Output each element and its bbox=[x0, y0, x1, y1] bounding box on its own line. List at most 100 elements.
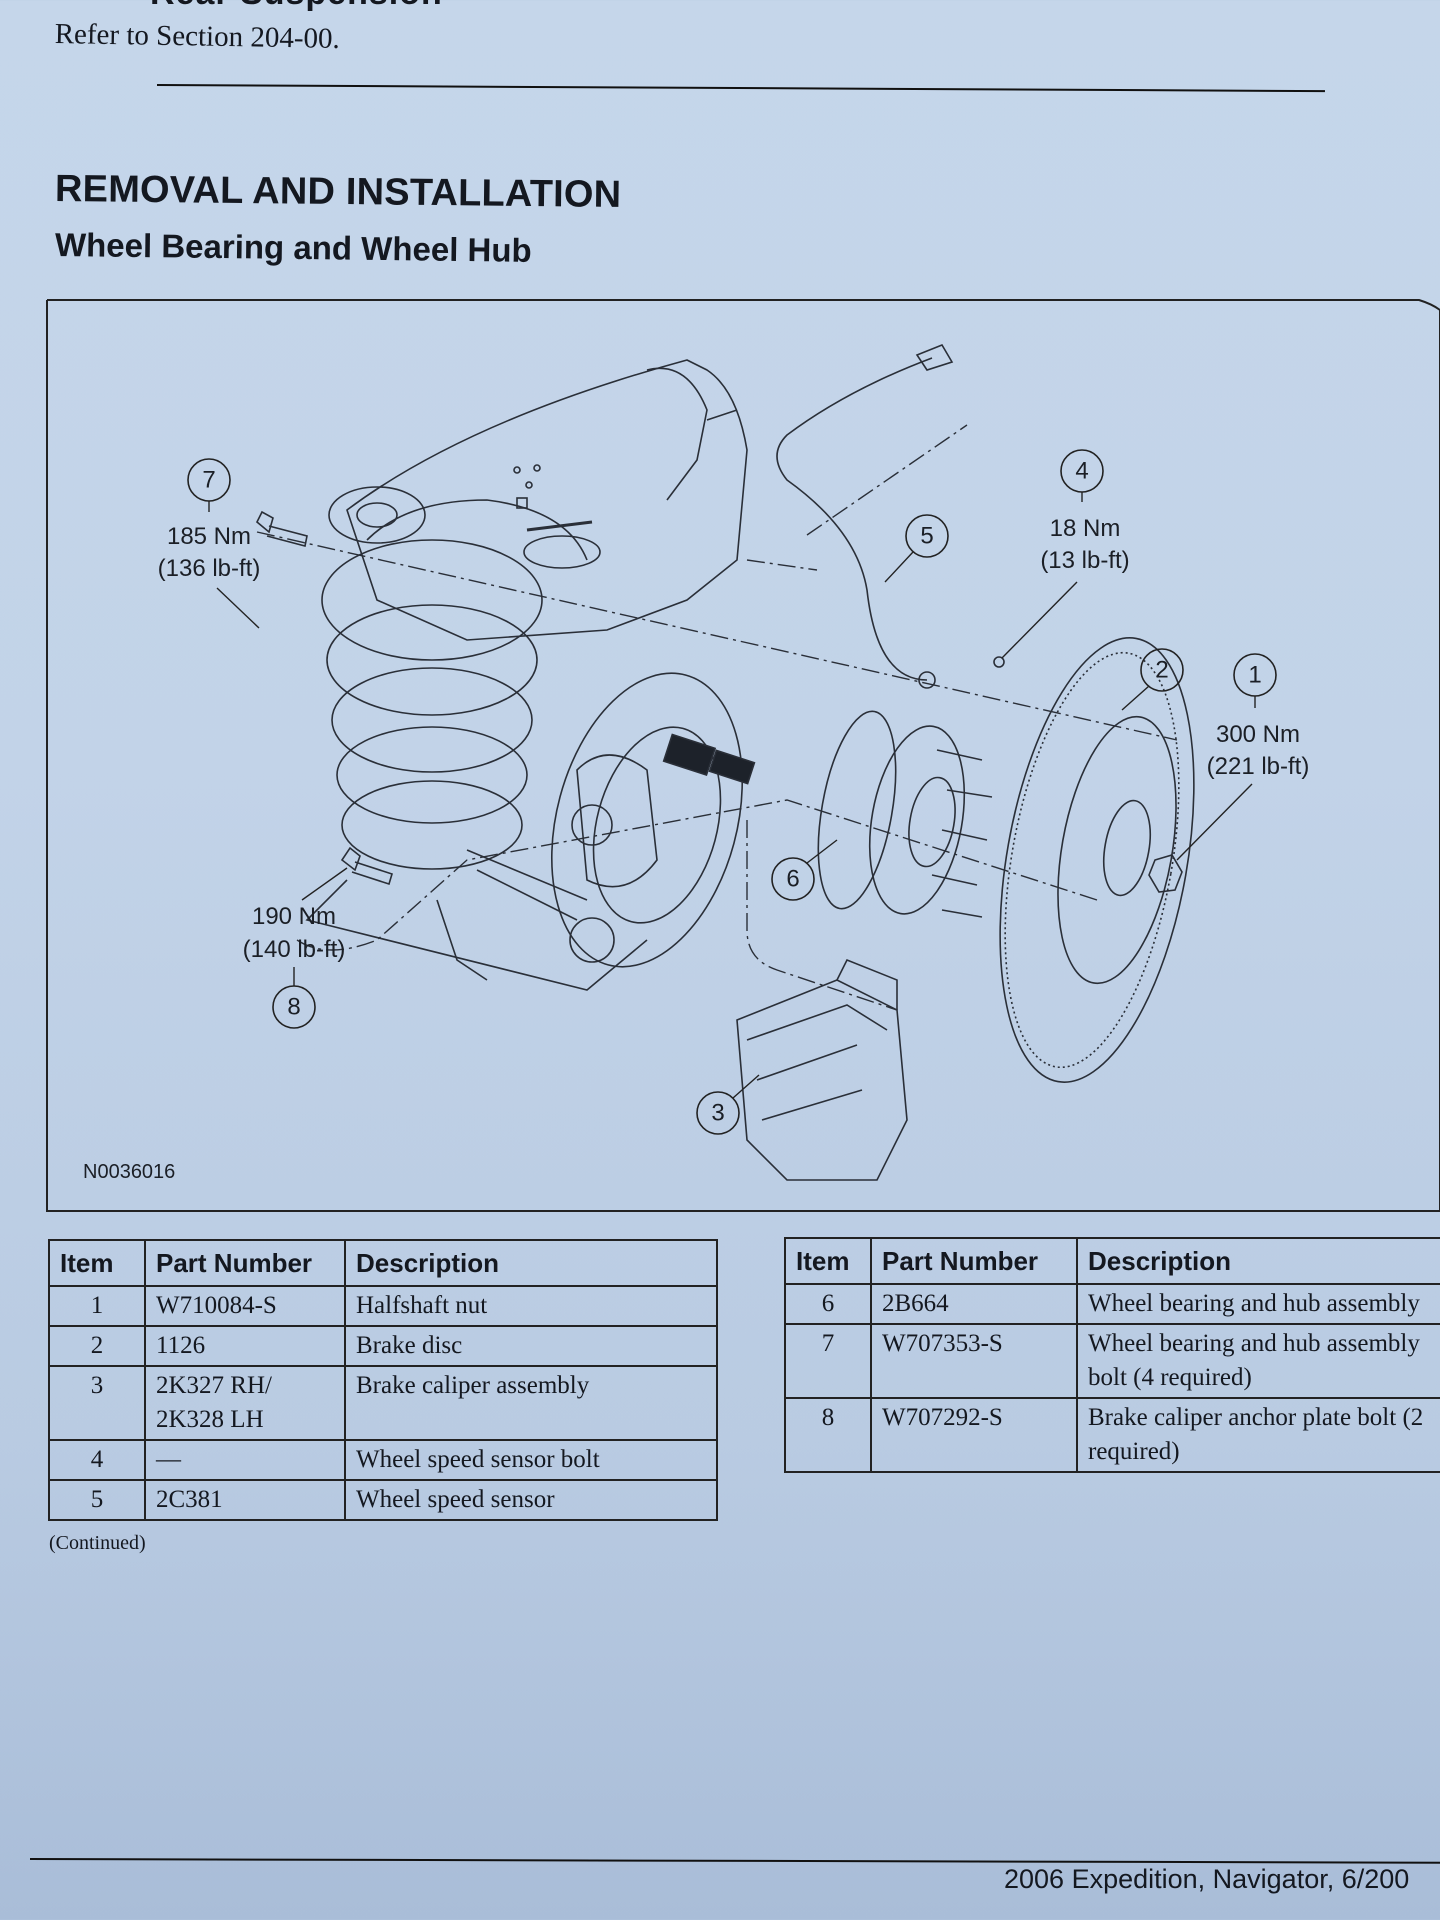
part-number: — bbox=[144, 1439, 346, 1481]
part-number: W707292-S bbox=[870, 1397, 1078, 1473]
cut-off-section-heading: Rear Suspension bbox=[150, 0, 443, 13]
callout-number: 5 bbox=[920, 523, 933, 550]
callout-3: 3 bbox=[696, 1074, 760, 1135]
table-continued-note: (Continued) bbox=[49, 1532, 146, 1554]
section-title: REMOVAL AND INSTALLATION bbox=[54, 168, 622, 216]
callout-number: 1 bbox=[1248, 662, 1261, 689]
diagram-canvas: 7 185 Nm (136 lb-ft) 190 Nm (140 lb-ft) … bbox=[46, 299, 1440, 1212]
diagram-frame-left-bottom bbox=[46, 300, 1440, 1212]
callout-circle bbox=[771, 857, 815, 901]
suspension-subframe-drawing bbox=[346, 359, 748, 641]
footer-divider bbox=[29, 1858, 1440, 1864]
parts-table-2: Item Part Number Description 6 2B664 Whe… bbox=[784, 1237, 1440, 1473]
parts-table-1: Item Part Number Description 1 W710084-S… bbox=[48, 1239, 718, 1521]
header-part-number: Part Number bbox=[870, 1237, 1078, 1285]
callout-circle bbox=[905, 514, 949, 558]
table-row: 4 — Wheel speed sensor bolt bbox=[48, 1439, 718, 1481]
part-description: Brake caliper assembly bbox=[344, 1365, 718, 1441]
part-description: Wheel speed sensor bbox=[344, 1479, 718, 1521]
leader-line bbox=[884, 551, 914, 583]
callout-2: 2 bbox=[1121, 648, 1184, 711]
header-description: Description bbox=[1076, 1237, 1440, 1285]
torque-nm: 300 Nm bbox=[1216, 721, 1300, 748]
wheel-speed-sensor-drawing bbox=[776, 344, 1005, 689]
callout-number: 3 bbox=[711, 1100, 724, 1127]
procedure-title: Wheel Bearing and Wheel Hub bbox=[54, 226, 532, 269]
torque-lbft: (136 lb-ft) bbox=[158, 555, 261, 582]
leader-line bbox=[806, 839, 838, 864]
torque-lbft: (13 lb-ft) bbox=[1040, 547, 1129, 574]
alignment-centerlines bbox=[256, 424, 1178, 1011]
callout-number: 2 bbox=[1155, 657, 1168, 684]
callout-number: 7 bbox=[202, 467, 215, 494]
halfshaft-nut-drawing bbox=[1148, 854, 1183, 893]
table-row: 6 2B664 Wheel bearing and hub assembly bbox=[784, 1283, 1440, 1325]
header-item: Item bbox=[784, 1237, 872, 1285]
part-description: Halfshaft nut bbox=[344, 1285, 718, 1327]
part-number: W710084-S bbox=[144, 1285, 346, 1327]
item-number: 4 bbox=[48, 1439, 146, 1481]
item-number: 7 bbox=[784, 1323, 872, 1399]
torque-nm: 185 Nm bbox=[167, 523, 251, 550]
table-header-row: Item Part Number Description bbox=[48, 1239, 718, 1287]
wheel-hub-drawing bbox=[817, 710, 993, 918]
callout-1: 1 300 Nm (221 lb-ft) bbox=[1176, 653, 1310, 861]
callout-5: 5 bbox=[884, 514, 949, 583]
part-description: Brake disc bbox=[344, 1325, 718, 1367]
table-row: 5 2C381 Wheel speed sensor bbox=[48, 1479, 718, 1521]
torque-lbft: (221 lb-ft) bbox=[1207, 753, 1310, 780]
knuckle-and-backing-plate-drawing bbox=[436, 672, 756, 981]
table-row: 2 1126 Brake disc bbox=[48, 1325, 718, 1367]
torque-nm: 18 Nm bbox=[1050, 515, 1121, 542]
part-description: Brake caliper anchor plate bolt (2 requi… bbox=[1076, 1397, 1440, 1473]
bolts-drawing bbox=[256, 510, 393, 886]
item-number: 1 bbox=[48, 1285, 146, 1327]
part-number: W707353-S bbox=[870, 1323, 1078, 1399]
item-number: 6 bbox=[784, 1283, 872, 1325]
footer-vehicle-info: 2006 Expedition, Navigator, 6/200 bbox=[1004, 1864, 1410, 1894]
part-description: Wheel speed sensor bolt bbox=[344, 1439, 718, 1481]
exploded-view-diagram: 7 185 Nm (136 lb-ft) 190 Nm (140 lb-ft) … bbox=[46, 299, 1440, 1212]
header-description: Description bbox=[344, 1239, 718, 1287]
leader-line bbox=[1121, 685, 1150, 711]
leader-line bbox=[1176, 783, 1253, 861]
torque-nm: 190 Nm bbox=[252, 903, 336, 930]
table-row: 8 W707292-S Brake caliper anchor plate b… bbox=[784, 1397, 1440, 1473]
item-number: 3 bbox=[48, 1365, 146, 1441]
header-item: Item bbox=[48, 1239, 146, 1287]
leader-line bbox=[301, 867, 348, 901]
callout-7: 7 185 Nm (136 lb-ft) bbox=[158, 458, 261, 629]
table-row: 3 2K327 RH/ 2K328 LH Brake caliper assem… bbox=[48, 1365, 718, 1441]
table-row: 7 W707353-S Wheel bearing and hub assemb… bbox=[784, 1323, 1440, 1399]
leader-line bbox=[216, 587, 260, 629]
part-number: 1126 bbox=[144, 1325, 346, 1367]
table-row: 1 W710084-S Halfshaft nut bbox=[48, 1285, 718, 1327]
callout-6: 6 bbox=[771, 839, 838, 901]
part-description: Wheel bearing and hub assembly bolt (4 r… bbox=[1076, 1323, 1440, 1399]
callout-number: 6 bbox=[786, 866, 799, 893]
leader-line bbox=[732, 1074, 760, 1099]
callout-number: 4 bbox=[1075, 458, 1088, 485]
part-number: 2K327 RH/ 2K328 LH bbox=[144, 1365, 346, 1441]
callout-circle bbox=[272, 985, 316, 1029]
leader-line bbox=[1001, 581, 1078, 659]
brake-caliper-drawing bbox=[736, 958, 908, 1181]
callout-circle bbox=[696, 1091, 740, 1135]
figure-id: N0036016 bbox=[83, 1161, 175, 1183]
callout-number: 8 bbox=[287, 994, 300, 1021]
callout-circle bbox=[1140, 648, 1184, 692]
part-number: 2C381 bbox=[144, 1479, 346, 1521]
brake-disc-drawing bbox=[999, 637, 1195, 1083]
item-number: 5 bbox=[48, 1479, 146, 1521]
header-part-number: Part Number bbox=[144, 1239, 346, 1287]
table-header-row: Item Part Number Description bbox=[784, 1237, 1440, 1285]
part-number: 2B664 bbox=[870, 1283, 1078, 1325]
callout-8: 190 Nm (140 lb-ft) 8 bbox=[243, 867, 348, 1029]
coil-spring-drawing bbox=[305, 486, 648, 991]
section-divider bbox=[156, 84, 1325, 93]
callout-4: 4 18 Nm (13 lb-ft) bbox=[1001, 449, 1130, 659]
item-number: 2 bbox=[48, 1325, 146, 1367]
item-number: 8 bbox=[784, 1397, 872, 1473]
torque-lbft: (140 lb-ft) bbox=[243, 936, 346, 963]
part-description: Wheel bearing and hub assembly bbox=[1076, 1283, 1440, 1325]
